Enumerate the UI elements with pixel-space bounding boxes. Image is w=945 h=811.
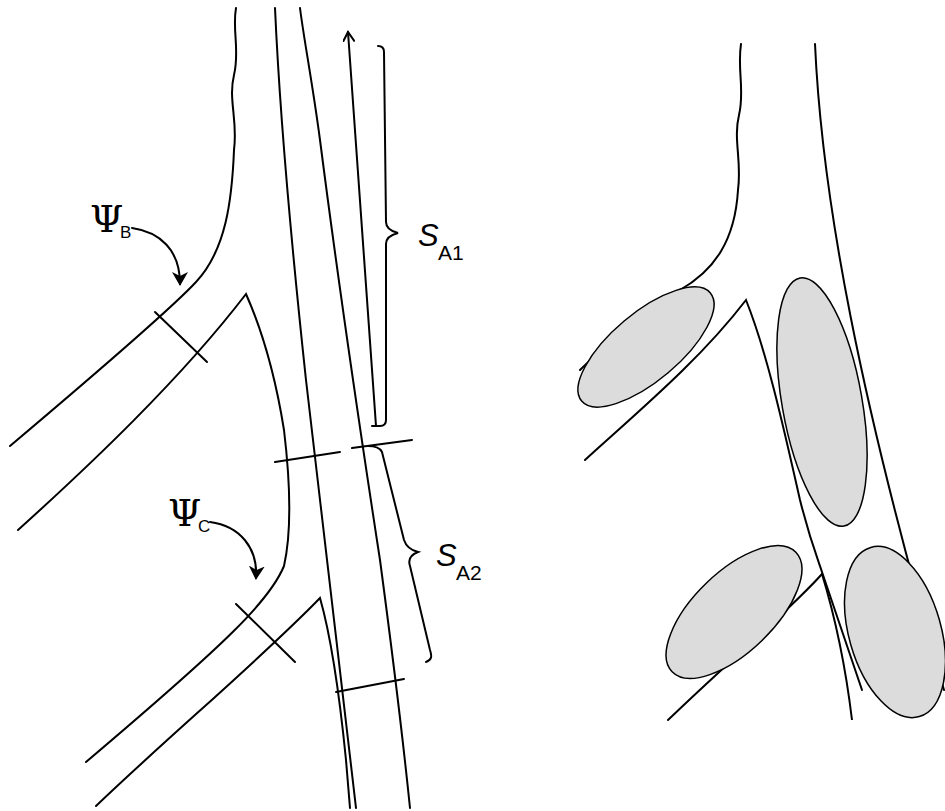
symbol-label: Ψ xyxy=(90,200,123,238)
subscript-label: A2 xyxy=(456,562,482,583)
subscript-label: C xyxy=(198,518,210,535)
symbol-label: S xyxy=(418,220,439,251)
symbol-label: S xyxy=(436,540,457,571)
symbol-label: Ψ xyxy=(168,494,201,532)
subscript-label: B xyxy=(120,224,131,241)
subscript-label: A1 xyxy=(438,242,464,263)
